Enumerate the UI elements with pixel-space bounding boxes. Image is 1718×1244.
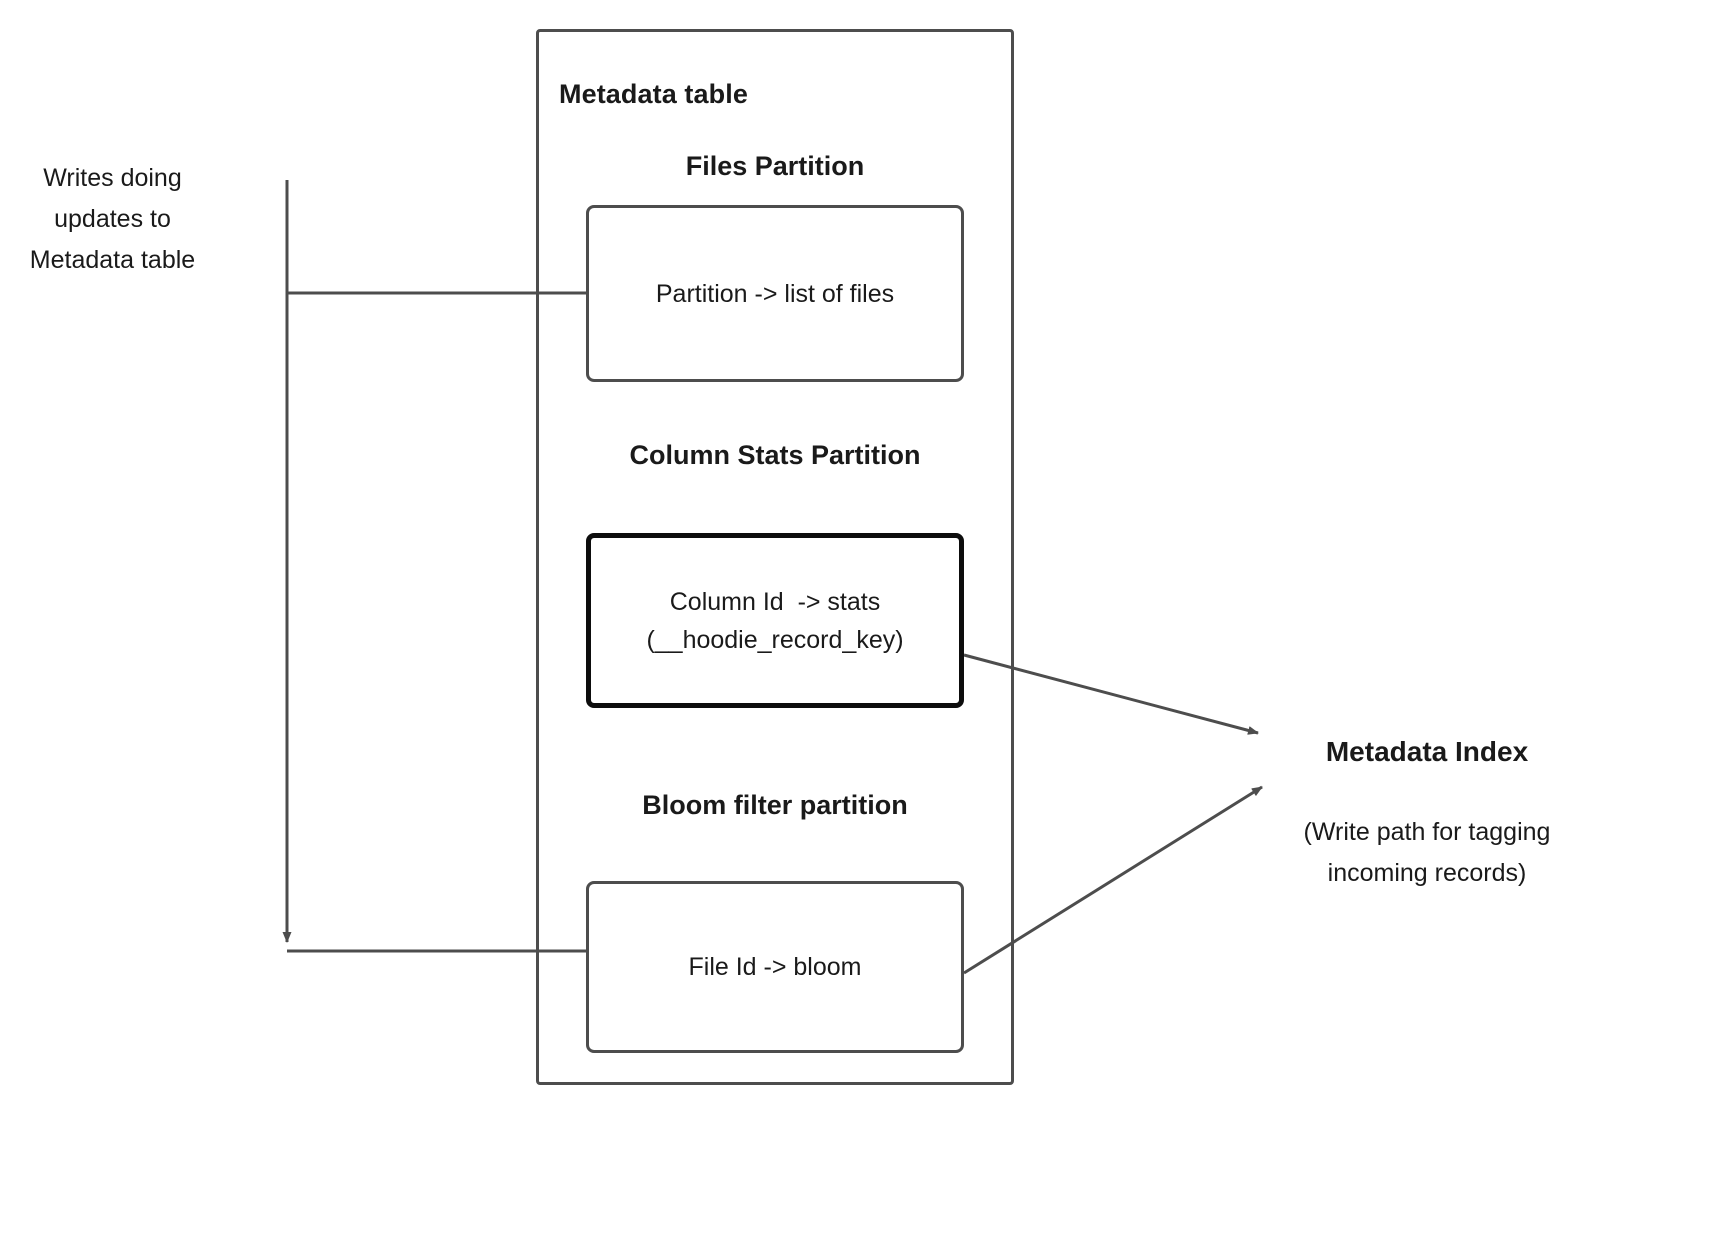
bloom-filter-partition-box: File Id -> bloom bbox=[586, 881, 964, 1053]
column-stats-partition-box: Column Id -> stats (__hoodie_record_key) bbox=[586, 533, 964, 708]
metadata-index-caption: (Write path for tagging incoming records… bbox=[1303, 818, 1551, 887]
metadata-table-container bbox=[536, 29, 1014, 1085]
metadata-table-title: Metadata table bbox=[559, 79, 748, 109]
metadata-index-title: Metadata Index bbox=[1325, 736, 1529, 767]
bloom-filter-partition-heading: Bloom filter partition bbox=[642, 790, 908, 820]
writes-updates-label: Writes doing updates to Metadata table bbox=[29, 164, 196, 274]
files-partition-heading: Files Partition bbox=[685, 151, 865, 181]
column-stats-partition-heading: Column Stats Partition bbox=[629, 440, 921, 470]
files-partition-box: Partition -> list of files bbox=[586, 205, 964, 382]
